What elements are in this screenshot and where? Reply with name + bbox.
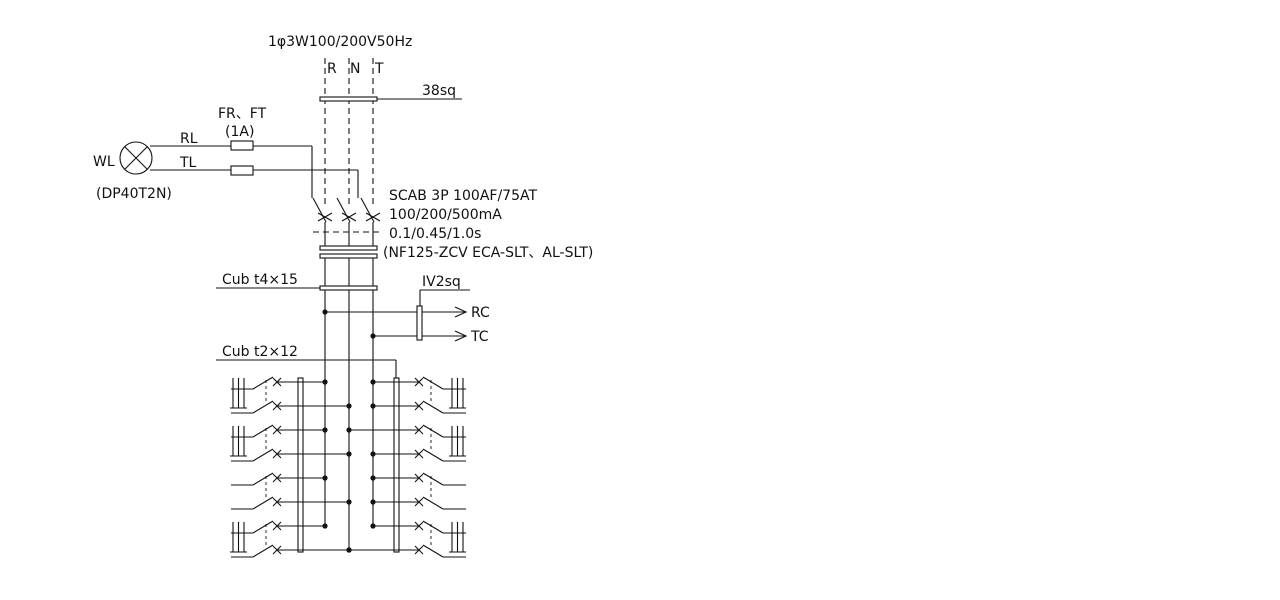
branch-switch-left [252,472,274,486]
output-label-tc: TC [470,329,489,345]
branch-breaker-right [414,521,424,531]
fuse-label: FR、FT [218,106,267,122]
branch-switch-left [252,424,274,438]
branch-breaker-left [272,473,282,483]
phase-label-r: R [327,61,337,77]
bus-junction-dot [322,523,328,529]
breaker-spec-line1: SCAB 3P 100AF/75AT [389,188,537,204]
branch-busbar-label: Cub t2×12 [222,344,298,360]
main-busbar-label: Cub t4×15 [222,272,298,288]
branch-switch-right [422,520,444,534]
branch-breaker-left [272,545,282,555]
branch-switch-right [422,472,444,486]
branch-switch-right [422,424,444,438]
lamp-label: WL [93,154,115,170]
branch-breaker-left [272,377,282,387]
tl-label: TL [179,155,197,171]
branch-switch-left [252,400,274,414]
feeder-cable-marker [319,96,462,102]
lamp-symbol [119,141,153,175]
branch-switch-right [422,496,444,510]
branch-breaker-left [272,449,282,459]
branch-breaker-left [272,497,282,507]
branch-breaker-right [414,377,424,387]
branch-switch-right [422,544,444,558]
bus-junction-dot [346,427,352,433]
bus-junction-dot [370,451,376,457]
breaker-spec-line3: 0.1/0.45/1.0s [389,226,481,242]
branch-switch-left [252,448,274,462]
branch-breaker-left [272,401,282,411]
bus-junction-dot [346,451,352,457]
branch-switch-left [252,376,274,390]
incoming-conductors [324,58,374,208]
control-cable-label: IV2sq [422,274,461,290]
bus-junction-dot [370,499,376,505]
supply-label: 1φ3W100/200V50Hz [268,34,412,50]
branch-switch-left [252,496,274,510]
lamp-model-label: (DP40T2N) [96,186,172,202]
bus-junction-dot [346,499,352,505]
branch-switch-right [422,448,444,462]
branch-bars [297,377,400,553]
bus-junction-dot [370,403,376,409]
phase-label-t: T [374,61,384,77]
branch-breaker-right [414,401,424,411]
bus-junction-dot [322,379,328,385]
branch-busbar [216,359,397,380]
main-busbar [216,258,378,548]
branch-breaker-left [272,425,282,435]
bus-junction-dot [346,403,352,409]
bus-junction-dot [370,475,376,481]
branch-breaker-right [414,473,424,483]
bus-junction-dot [370,523,376,529]
branch-breaker-right [414,425,424,435]
output-label-rc: RC [471,305,490,321]
bus-junction-dot [370,379,376,385]
branch-breaker-right [414,545,424,555]
branch-breaker-right [414,449,424,459]
branch-feeders [230,376,466,558]
feeder-cable-label: 38sq [422,83,456,99]
branch-breaker-right [414,497,424,507]
rl-label: RL [180,131,198,147]
breaker-spec-line4: (NF125-ZCV ECA-SLT、AL-SLT) [383,245,593,261]
bus-junction-dot [322,427,328,433]
branch-switch-right [422,376,444,390]
phase-label-n: N [350,61,360,77]
fuse-rating-label: (1A) [225,124,254,140]
bus-junction-dot [346,547,352,553]
main-breaker-symbol [312,197,381,259]
lamp-wiring [150,140,359,198]
branch-switch-left [252,520,274,534]
control-outputs [322,289,470,342]
branch-breaker-left [272,521,282,531]
breaker-spec-line2: 100/200/500mA [389,207,502,223]
bus-junction-dot [322,475,328,481]
branch-switch-right [422,400,444,414]
branch-switch-left [252,544,274,558]
